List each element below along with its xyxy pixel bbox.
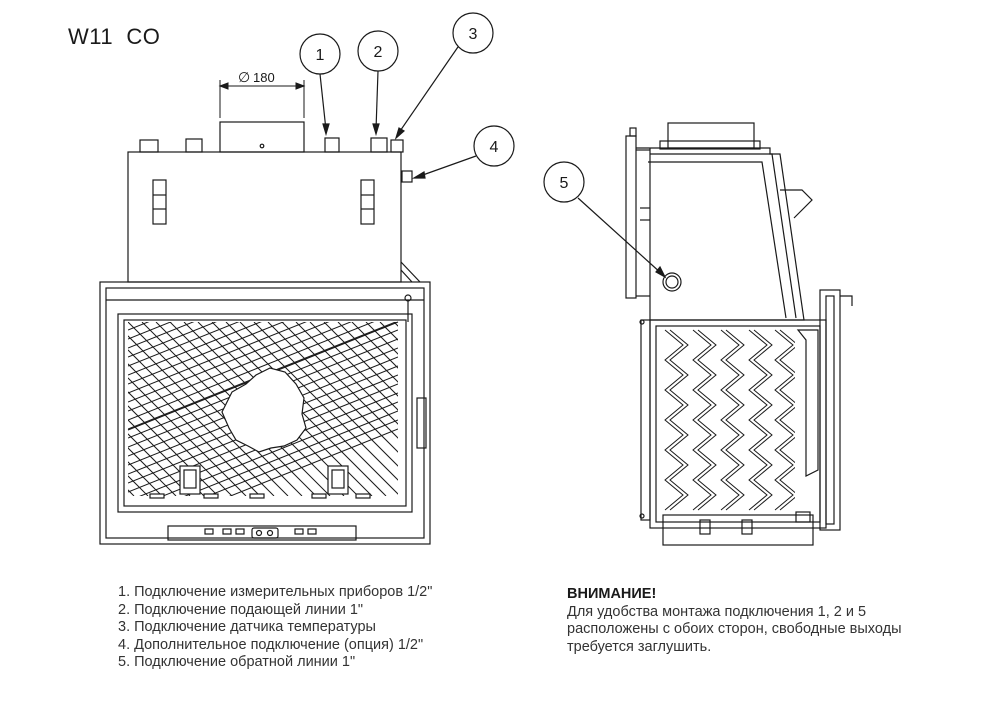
side-view [625,122,853,546]
lining-line [128,363,261,496]
diameter-dimension: 180 ∅ [218,69,306,118]
diameter-symbol: ∅ [238,69,250,85]
front-grate-feet [149,465,371,499]
lining-line [323,322,398,397]
heat-exchanger-tube [720,329,740,511]
lining-line [128,322,172,340]
lining-line [492,322,666,496]
lining-line [351,322,398,369]
warning-note: ВНИМАНИЕ! Для удобства монтажа подключен… [567,586,977,656]
heat-exchanger-tube [779,329,795,511]
model-title: W11 CO [68,24,161,49]
lining-line [128,322,352,412]
lining-line [184,410,398,496]
heat-exchanger-tube [725,329,745,511]
lining-line [128,322,375,421]
legend-item-5: 5. Подключение обратной линии 1" [118,654,356,670]
callout-4-label: 4 [490,139,499,156]
lining-line [229,428,398,496]
lining-line [128,322,330,403]
front-door-frame [99,281,431,545]
lining-line [128,377,247,496]
lining-line [281,322,398,439]
lining-line [239,322,398,481]
callout-2: 2 [357,30,399,137]
lining-line [206,419,398,496]
lining-line [128,447,177,496]
heat-exchanger-tube [753,329,773,511]
lining-line [520,322,694,496]
heat-exchanger-tube [697,329,717,511]
front-water-jacket [127,151,421,283]
callouts: 1 2 3 4 [299,12,667,279]
callout-3-label: 3 [469,26,478,43]
heat-exchanger-tube [669,329,689,511]
lining-line [464,322,638,496]
lining-line [128,489,135,496]
heat-exchanger-tube [692,329,712,511]
warning-line-2: расположены с обоих сторон, свободные вы… [567,621,902,637]
callout-5-label: 5 [560,175,569,192]
connections-legend: 1. Подключение измерительных приборов 1/… [118,584,432,672]
warning-line-1: Для удобства монтажа подключения 1, 2 и … [567,603,867,620]
lining-line [393,322,398,327]
heat-exchanger-tube [774,329,794,511]
lining-line [295,322,398,425]
lining-line [478,322,652,496]
lining-line [267,322,398,453]
lining-line [161,401,398,496]
lining-line [128,322,285,385]
lining-line [128,391,233,496]
front-top-stubs [139,121,404,153]
legend-item-3: 3. Подключение датчика температуры [118,619,376,635]
lining-line [128,322,240,367]
callout-2-label: 2 [374,44,383,61]
lining-line [128,433,191,496]
lining-line [128,349,275,496]
callout-4: 4 [411,125,515,179]
lining-line [128,419,205,496]
warning-title: ВНИМАНИЕ! [567,586,657,602]
legend-item-1: 1. Подключение измерительных приборов 1/… [118,584,433,600]
lining-line [128,461,163,496]
lining-line [337,322,398,383]
warning-line-3: требуется заглушить. [567,638,712,655]
lining-line [365,322,398,355]
legend-item-4: 4. Дополнительное подключение (опция) 1/… [118,636,424,653]
lining-line [506,322,680,496]
lining-line [128,322,307,394]
lining-line [128,475,149,496]
lining-line [408,322,582,496]
front-flame-opening [221,367,307,453]
callout-1: 1 [299,33,341,137]
diameter-label: 180 [253,70,275,85]
legend-item-2: 2. Подключение подающей линии 1" [118,601,364,618]
front-view [99,121,694,545]
callout-5: 5 [543,161,667,279]
lining-line [309,322,398,411]
lining-line [422,322,596,496]
side-heat-exchanger [664,329,795,511]
heat-exchanger-tube [748,329,768,511]
lining-line [436,322,610,496]
lining-line [128,322,262,376]
lining-line [128,322,303,496]
callout-3: 3 [394,12,494,140]
lining-line [128,322,217,358]
lining-line [128,322,195,349]
callout-1-label: 1 [316,47,325,64]
lining-line [253,322,398,467]
heat-exchanger-tube [664,329,684,511]
lining-line [450,322,624,496]
